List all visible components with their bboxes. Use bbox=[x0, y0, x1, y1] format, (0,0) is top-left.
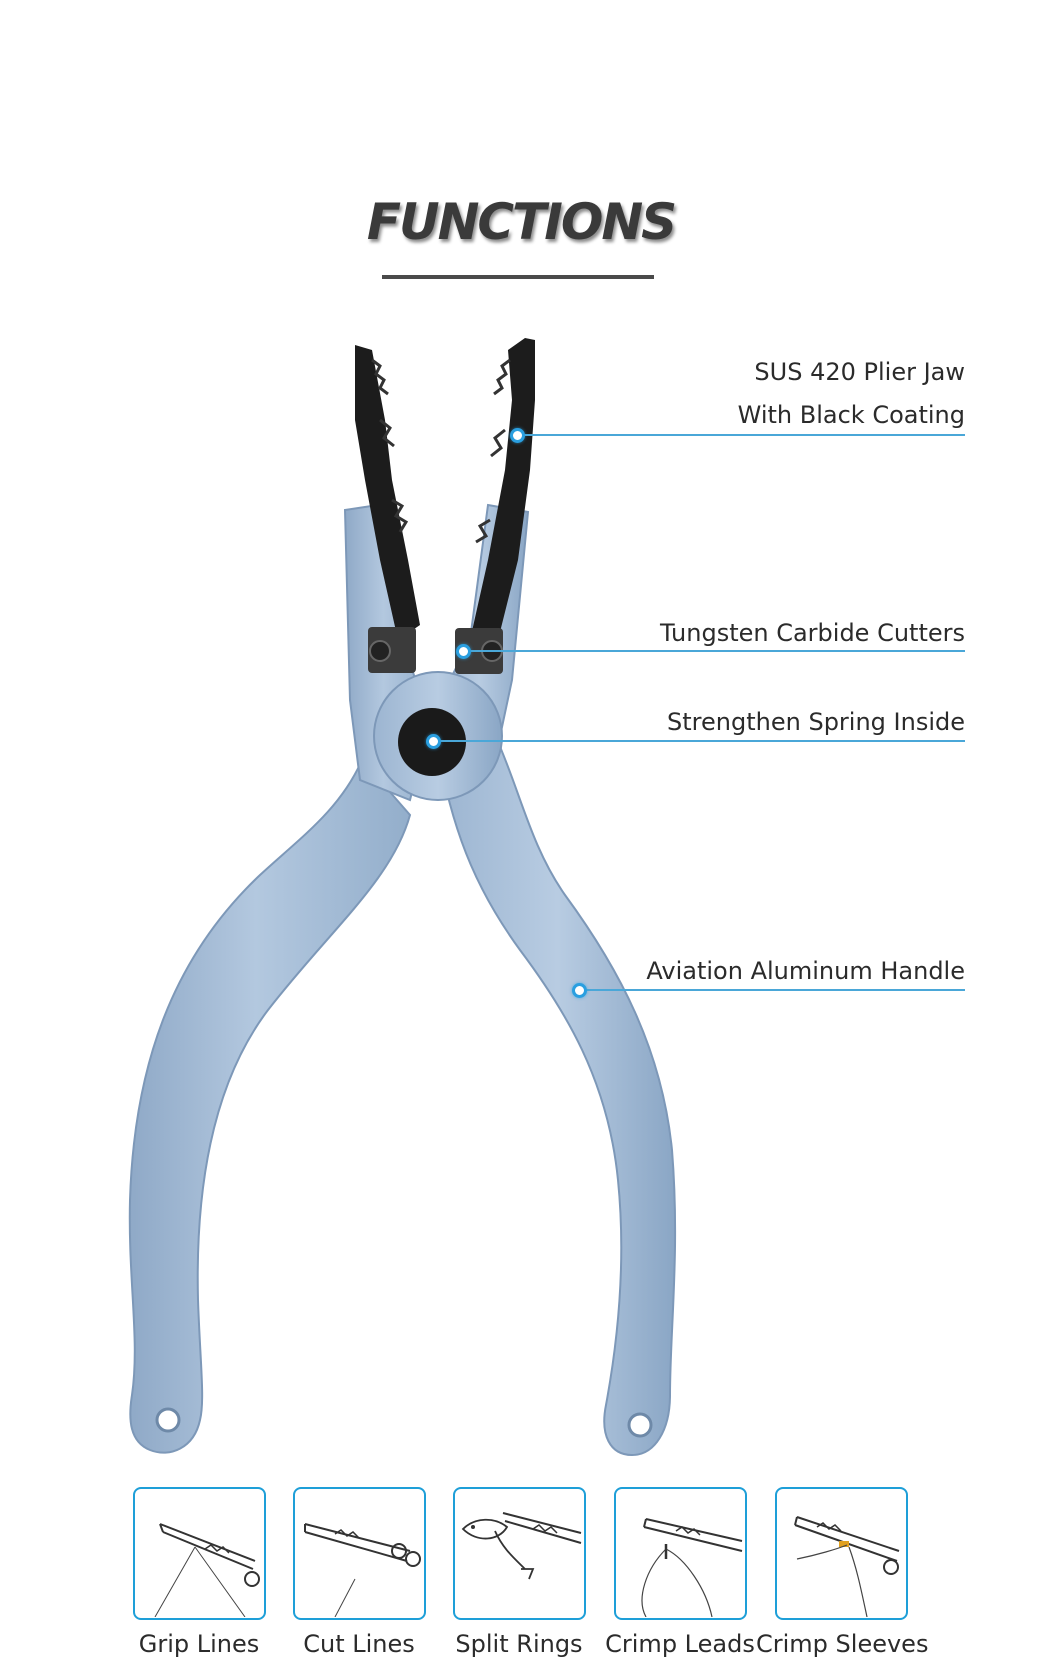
split-rings-icon bbox=[461, 1512, 582, 1580]
function-card-crimp-leads bbox=[614, 1487, 747, 1620]
callout-dot-spring bbox=[426, 734, 441, 749]
callout-line-jaw bbox=[520, 434, 965, 436]
function-card-grip-lines bbox=[133, 1487, 266, 1620]
title-underline bbox=[382, 275, 654, 279]
cut-lines-icon bbox=[304, 1523, 421, 1617]
callout-dot-jaw bbox=[510, 428, 525, 443]
left-handle bbox=[128, 758, 412, 1454]
function-label-grip-lines: Grip Lines bbox=[138, 1630, 260, 1658]
function-card-cut-lines bbox=[293, 1487, 426, 1620]
left-jaw bbox=[355, 345, 420, 640]
function-card-split-rings bbox=[453, 1487, 586, 1620]
callout-dot-cutters bbox=[456, 644, 471, 659]
right-handle bbox=[438, 733, 677, 1457]
crimp-sleeves-icon bbox=[794, 1516, 900, 1617]
callout-dot-handle bbox=[572, 983, 587, 998]
function-label-cut-lines: Cut Lines bbox=[303, 1630, 415, 1658]
function-card-crimp-sleeves bbox=[775, 1487, 908, 1620]
crimp-leads-icon bbox=[641, 1518, 743, 1617]
function-label-split-rings: Split Rings bbox=[455, 1630, 583, 1658]
callout-line-handle bbox=[585, 989, 965, 991]
callout-jaw-label: SUS 420 Plier Jaw With Black Coating bbox=[737, 358, 965, 429]
page-title: FUNCTIONS bbox=[366, 193, 677, 251]
fishing-pliers-image bbox=[128, 338, 677, 1457]
function-label-crimp-leads: Crimp Leads bbox=[605, 1630, 755, 1658]
right-jaw bbox=[470, 338, 535, 640]
callout-handle-label: Aviation Aluminum Handle bbox=[646, 957, 965, 985]
callout-spring-label: Strengthen Spring Inside bbox=[667, 708, 965, 736]
callout-line-cutters bbox=[470, 650, 965, 652]
grip-lines-icon bbox=[154, 1523, 260, 1617]
callout-cutters-label: Tungsten Carbide Cutters bbox=[660, 619, 965, 647]
callout-line-spring bbox=[440, 740, 965, 742]
function-label-crimp-sleeves: Crimp Sleeves bbox=[756, 1630, 929, 1658]
